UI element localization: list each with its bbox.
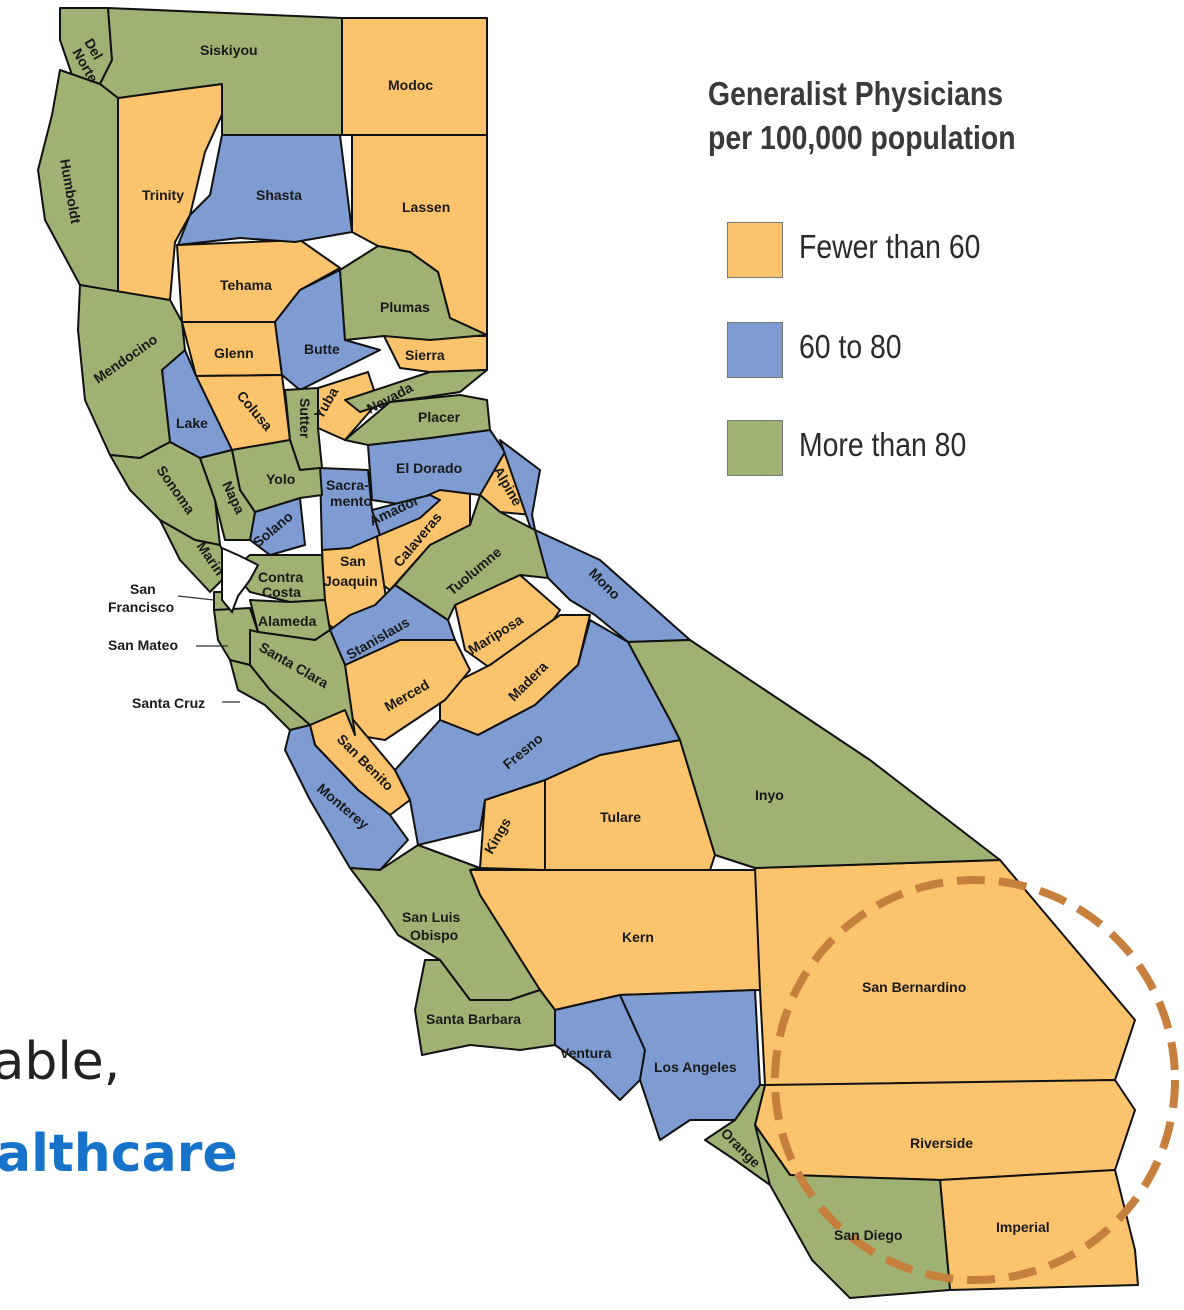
- label-san-francisco-2: Francisco: [108, 599, 174, 615]
- legend-label: More than 80: [799, 426, 967, 463]
- label-santa-cruz: Santa Cruz: [132, 695, 205, 711]
- counties-fewer-than-60: [117, 17, 1139, 1291]
- label-san-luis-obispo-1: San Luis: [402, 909, 461, 925]
- label-placer: Placer: [418, 409, 461, 425]
- legend-title-line1: Generalist Physicians: [708, 75, 1003, 112]
- county-los-angeles[interactable]: [619, 989, 761, 1141]
- label-riverside: Riverside: [910, 1135, 973, 1151]
- label-san-joaquin-1: San: [340, 553, 366, 569]
- label-contra-costa-2: Costa: [262, 584, 301, 600]
- label-alameda: Alameda: [258, 613, 317, 629]
- legend-swatch-green: [727, 420, 783, 476]
- label-el-dorado: El Dorado: [396, 460, 462, 476]
- county-butte[interactable]: [274, 269, 381, 391]
- county-shasta[interactable]: [177, 134, 353, 246]
- label-san-diego: San Diego: [834, 1227, 902, 1243]
- county-amador[interactable]: [371, 494, 441, 536]
- leader-lines: [177, 595, 240, 703]
- bay-water: [221, 546, 260, 614]
- label-lake: Lake: [176, 415, 208, 431]
- legend-item-fewer-than-60: Fewer than 60: [727, 222, 1127, 278]
- label-los-angeles: Los Angeles: [654, 1059, 737, 1075]
- county-plumas[interactable]: [339, 245, 488, 341]
- label-san-luis-obispo-2: Obispo: [410, 927, 458, 943]
- county-nevada[interactable]: [344, 369, 488, 413]
- label-tulare: Tulare: [600, 809, 641, 825]
- legend-label: 60 to 80: [799, 328, 902, 365]
- slide-text-line2: althcare: [0, 1124, 238, 1184]
- label-sacramento-2: mento: [330, 493, 372, 509]
- legend-title-line2: per 100,000 population: [708, 119, 1016, 156]
- legend-label: Fewer than 60: [799, 228, 981, 265]
- label-san-mateo: San Mateo: [108, 637, 178, 653]
- legend-item-60-to-80: 60 to 80: [727, 322, 1127, 378]
- label-yolo: Yolo: [266, 471, 295, 487]
- label-san-francisco-1: San: [130, 581, 156, 597]
- label-san-joaquin-2: Joaquin: [324, 573, 378, 589]
- legend-title: Generalist Physicians per 100,000 popula…: [708, 72, 1016, 160]
- county-siskiyou[interactable]: [99, 7, 343, 136]
- legend-swatch-orange: [727, 222, 783, 278]
- label-modoc: Modoc: [388, 77, 433, 93]
- label-sutter: Sutter: [297, 398, 313, 439]
- county-monterey[interactable]: [284, 724, 409, 871]
- label-imperial: Imperial: [996, 1219, 1050, 1235]
- label-ventura: Ventura: [560, 1045, 612, 1061]
- label-sierra: Sierra: [405, 347, 445, 363]
- county-tuolumne[interactable]: [394, 494, 549, 621]
- legend-item-more-than-80: More than 80: [727, 420, 1127, 476]
- legend-swatch-blue: [727, 322, 783, 378]
- label-shasta: Shasta: [256, 187, 302, 203]
- slide-text-line1: lable,: [0, 1032, 121, 1092]
- highlight-circle: [771, 876, 1179, 1284]
- county-sonoma[interactable]: [109, 441, 221, 546]
- label-siskiyou: Siskiyou: [200, 42, 258, 58]
- county-santa-barbara[interactable]: [414, 959, 556, 1056]
- label-butte: Butte: [304, 341, 340, 357]
- label-lassen: Lassen: [402, 199, 450, 215]
- label-plumas: Plumas: [380, 299, 430, 315]
- county-santa-cruz[interactable]: [229, 659, 311, 731]
- label-inyo: Inyo: [755, 787, 784, 803]
- county-inyo[interactable]: [627, 639, 1001, 869]
- label-glenn: Glenn: [214, 345, 254, 361]
- county-san-bernardino[interactable]: [754, 859, 1136, 1091]
- label-sacramento-1: Sacra-: [326, 477, 369, 493]
- county-san-diego[interactable]: [754, 1124, 951, 1299]
- label-contra-costa-1: Contra: [258, 569, 303, 585]
- label-tehama: Tehama: [220, 277, 272, 293]
- county-napa[interactable]: [199, 449, 256, 541]
- counties-more-than-80: [37, 7, 1001, 1299]
- label-trinity: Trinity: [142, 187, 184, 203]
- label-kern: Kern: [622, 929, 654, 945]
- label-san-bernardino: San Bernardino: [862, 979, 966, 995]
- county-placer[interactable]: [344, 394, 491, 446]
- county-humboldt[interactable]: [37, 69, 119, 293]
- label-santa-barbara: Santa Barbara: [426, 1011, 521, 1027]
- county-riverside[interactable]: [754, 1079, 1136, 1181]
